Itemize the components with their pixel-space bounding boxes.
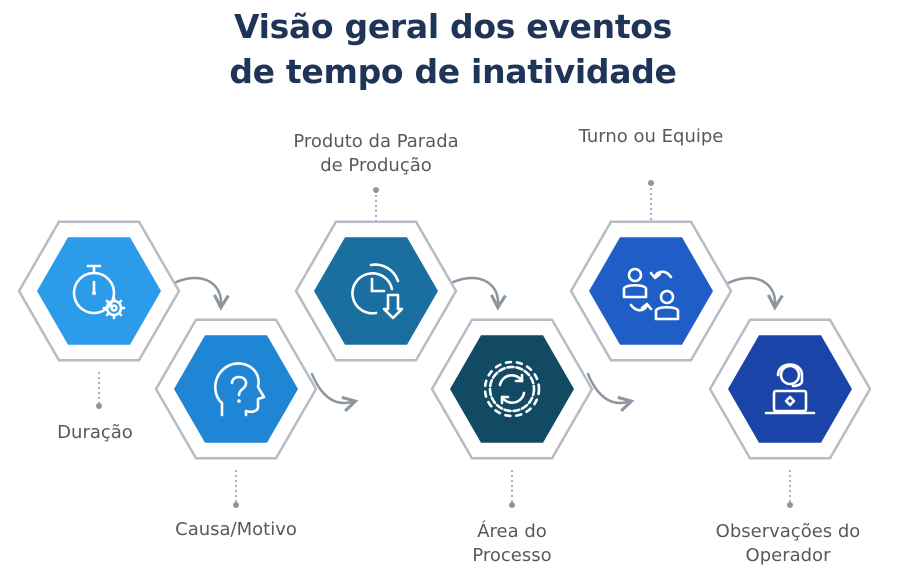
connector-arrow-4 — [586, 372, 635, 413]
connector-arrow-5 — [724, 276, 784, 311]
leader-dot-6 — [787, 502, 793, 508]
label-duracao: Duração — [57, 422, 133, 443]
gear-cycle-icon — [483, 360, 541, 418]
clock-down-arrow-icon — [351, 263, 404, 320]
label-produto-parada: Produto da Parada de Produção — [293, 131, 459, 176]
hexagon-fill — [37, 237, 161, 345]
step-node-2 — [154, 318, 318, 460]
connector-arrow-1 — [170, 276, 230, 311]
page-title: Visão geral dos eventos de tempo de inat… — [0, 4, 906, 94]
step-node-5 — [569, 220, 733, 362]
label-causa-motivo: Causa/Motivo — [175, 519, 297, 540]
hexagon-fill — [174, 335, 298, 443]
title-line-1: Visão geral dos eventos — [233, 7, 673, 46]
step-node-3 — [294, 220, 458, 362]
label-turno-equipe: Turno ou Equipe — [578, 126, 724, 147]
step-node-4 — [430, 318, 594, 460]
operator-headset-icon — [764, 363, 816, 415]
step-node-1 — [17, 220, 181, 362]
label-observacoes-operador: Observações do Operador — [715, 521, 861, 566]
hexagon-fill — [450, 335, 574, 443]
leader-dot-4 — [509, 502, 515, 508]
leader-dot-5 — [648, 180, 654, 186]
leader-dot-3 — [373, 187, 379, 193]
head-question-icon — [214, 362, 266, 417]
label-area-processo: Área do Processo — [472, 521, 552, 566]
title-line-2: de tempo de inatividade — [229, 52, 677, 91]
users-swap-icon — [622, 267, 680, 321]
hexagon-fill — [728, 335, 852, 443]
hexagon-fill — [589, 237, 713, 345]
connector-arrow-2 — [310, 372, 359, 413]
leader-dot-1 — [96, 403, 102, 409]
connector-arrow-3 — [447, 276, 507, 311]
stopwatch-gear-icon — [72, 264, 126, 320]
leader-dot-2 — [233, 502, 239, 508]
step-node-6 — [708, 318, 872, 460]
